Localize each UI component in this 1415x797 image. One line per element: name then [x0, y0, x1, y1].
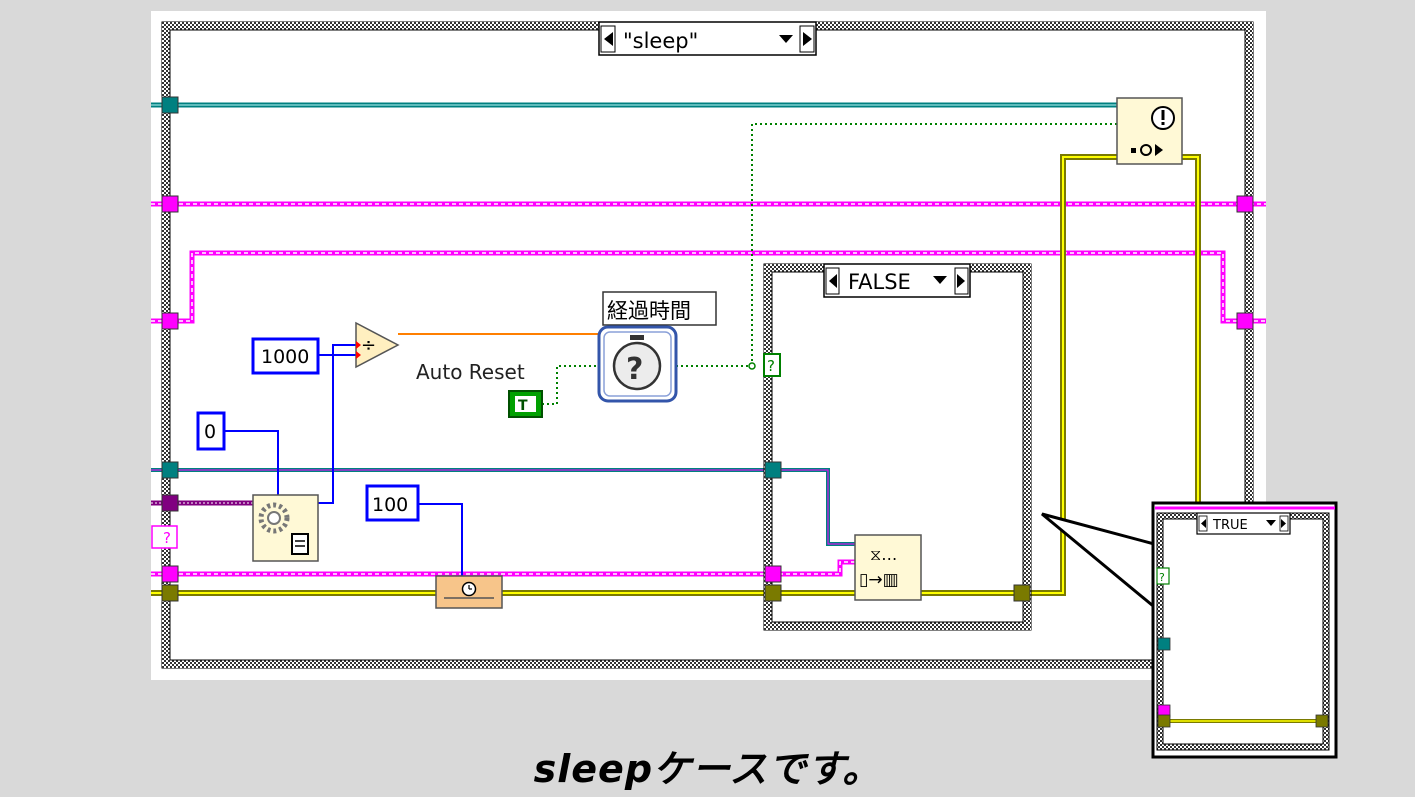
cluster-wire-2[interactable] — [151, 250, 1266, 324]
dropdown-arrow-icon[interactable] — [779, 35, 793, 43]
svg-text:?: ? — [163, 529, 171, 547]
divide-node[interactable]: ÷ — [355, 321, 400, 369]
dropdown-arrow-icon[interactable] — [1266, 520, 1276, 526]
inset-case-label: TRUE — [1212, 518, 1248, 533]
elapsed-time-vi[interactable]: ? — [597, 325, 678, 403]
numeric-wires[interactable] — [224, 344, 463, 577]
enqueue-element-node[interactable]: ⧖… ▯→▥ — [854, 534, 922, 601]
table-icon — [291, 533, 309, 555]
inner-case-label: FALSE — [848, 270, 911, 294]
case-selector-label: "sleep" — [623, 29, 698, 53]
outer-case-selector[interactable]: "sleep" — [598, 21, 817, 56]
inner-case-selector[interactable]: FALSE — [823, 263, 971, 298]
stopwatch-icon: ? — [612, 335, 662, 391]
constant-1000[interactable]: 1000 — [251, 337, 320, 375]
outer-selector-terminal: ? — [151, 525, 178, 549]
gear-icon — [258, 502, 290, 534]
error-handler-node[interactable] — [1116, 97, 1183, 165]
error-flow-icon — [1131, 144, 1163, 156]
outer-case-structure — [161, 21, 1254, 669]
svg-text:経過時間: 経過時間 — [607, 299, 691, 323]
inset-true-case: ? — [1151, 501, 1338, 759]
svg-text:0: 0 — [204, 421, 216, 443]
tunnels[interactable] — [161, 96, 1254, 602]
inset-case-selector[interactable]: TRUE — [1196, 512, 1291, 535]
svg-text:?: ? — [1159, 571, 1165, 584]
boolean-wires[interactable] — [542, 123, 1117, 405]
wait-ms-node[interactable] — [435, 575, 503, 609]
svg-text:÷: ÷ — [361, 335, 376, 356]
clock-icon — [461, 581, 477, 597]
initialize-node[interactable] — [252, 494, 319, 562]
boolean-true-constant[interactable]: T — [508, 390, 543, 418]
callout-pointer — [1041, 512, 1159, 612]
svg-text:?: ? — [767, 357, 775, 375]
svg-text:1000: 1000 — [261, 346, 309, 368]
elapsed-time-label-box: 経過時間 — [602, 291, 717, 326]
case-selector-terminal[interactable]: ? — [763, 353, 781, 377]
svg-text:⧖…: ⧖… — [870, 545, 897, 564]
auto-reset-label: Auto Reset — [416, 360, 525, 384]
constant-100[interactable]: 100 — [365, 484, 420, 522]
svg-text:T: T — [518, 398, 528, 414]
dropdown-arrow-icon[interactable] — [933, 276, 947, 284]
constant-zero[interactable]: 0 — [196, 411, 226, 451]
svg-text:100: 100 — [372, 494, 408, 516]
warning-icon — [1151, 106, 1175, 130]
svg-text:?: ? — [626, 352, 643, 387]
caption: sleepケースです。 — [533, 747, 882, 791]
svg-text:▯→▥: ▯→▥ — [859, 570, 899, 590]
